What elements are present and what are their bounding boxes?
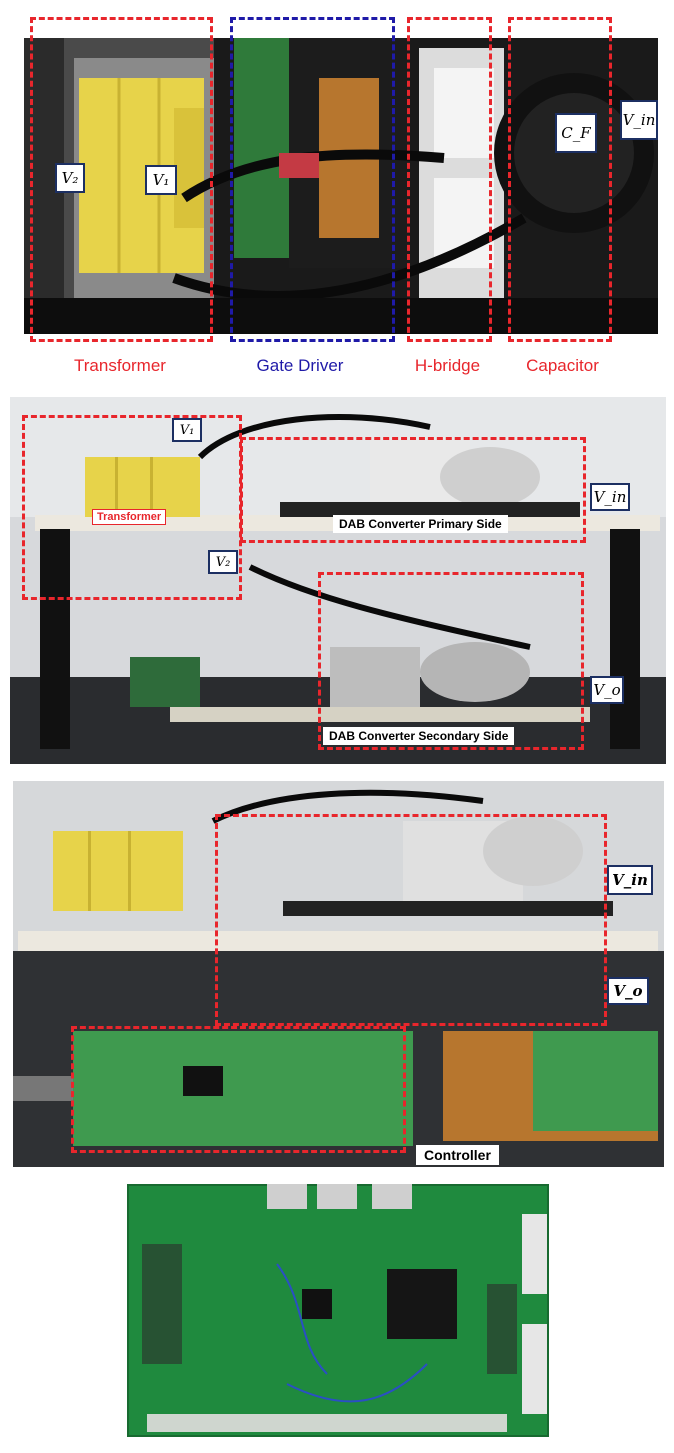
- tag-controller: Controller: [416, 1145, 499, 1165]
- box-gate-driver: [230, 17, 395, 342]
- photo-controller-board: [127, 1184, 549, 1437]
- photo-panel-1: [24, 38, 658, 334]
- label-v2: V₂: [55, 163, 85, 193]
- label-vin: V_in: [620, 100, 658, 140]
- label-v2-2: V₂: [208, 550, 238, 574]
- box-capacitor: [508, 17, 612, 342]
- photo-hardware-top-view: [24, 38, 658, 334]
- tag-secondary-side: DAB Converter Secondary Side: [323, 727, 515, 745]
- caption-transformer: Transformer: [74, 356, 166, 375]
- photo-hardware-with-controller: [13, 781, 664, 1167]
- box-primary-side: [240, 437, 586, 543]
- box-dab-converter-3: [215, 814, 607, 1026]
- caption-gate-driver: Gate Driver: [256, 356, 344, 375]
- label-vin-3: V_in: [607, 865, 653, 895]
- photo-panel-4: [127, 1184, 549, 1437]
- caption-hbridge: H-bridge: [414, 356, 481, 375]
- box-transformer: [30, 17, 213, 342]
- box-hbridge: [407, 17, 492, 342]
- label-vin-2: V_in: [590, 483, 630, 511]
- box-controller: [71, 1026, 406, 1153]
- photo-hardware-side-view: [10, 397, 666, 764]
- photo-panel-3: [13, 781, 664, 1167]
- label-vo-2: V_o: [590, 676, 624, 704]
- box-secondary-side: [318, 572, 584, 750]
- label-cf: C_F: [555, 113, 597, 153]
- label-v1-2: V₁: [172, 418, 202, 442]
- tag-transformer: Transformer: [92, 509, 167, 525]
- caption-capacitor: Capacitor: [526, 356, 599, 375]
- label-vo-3: V_o: [607, 977, 649, 1005]
- photo-panel-2: [10, 397, 666, 764]
- label-v1: V₁: [145, 165, 177, 195]
- tag-primary-side: DAB Converter Primary Side: [333, 515, 508, 533]
